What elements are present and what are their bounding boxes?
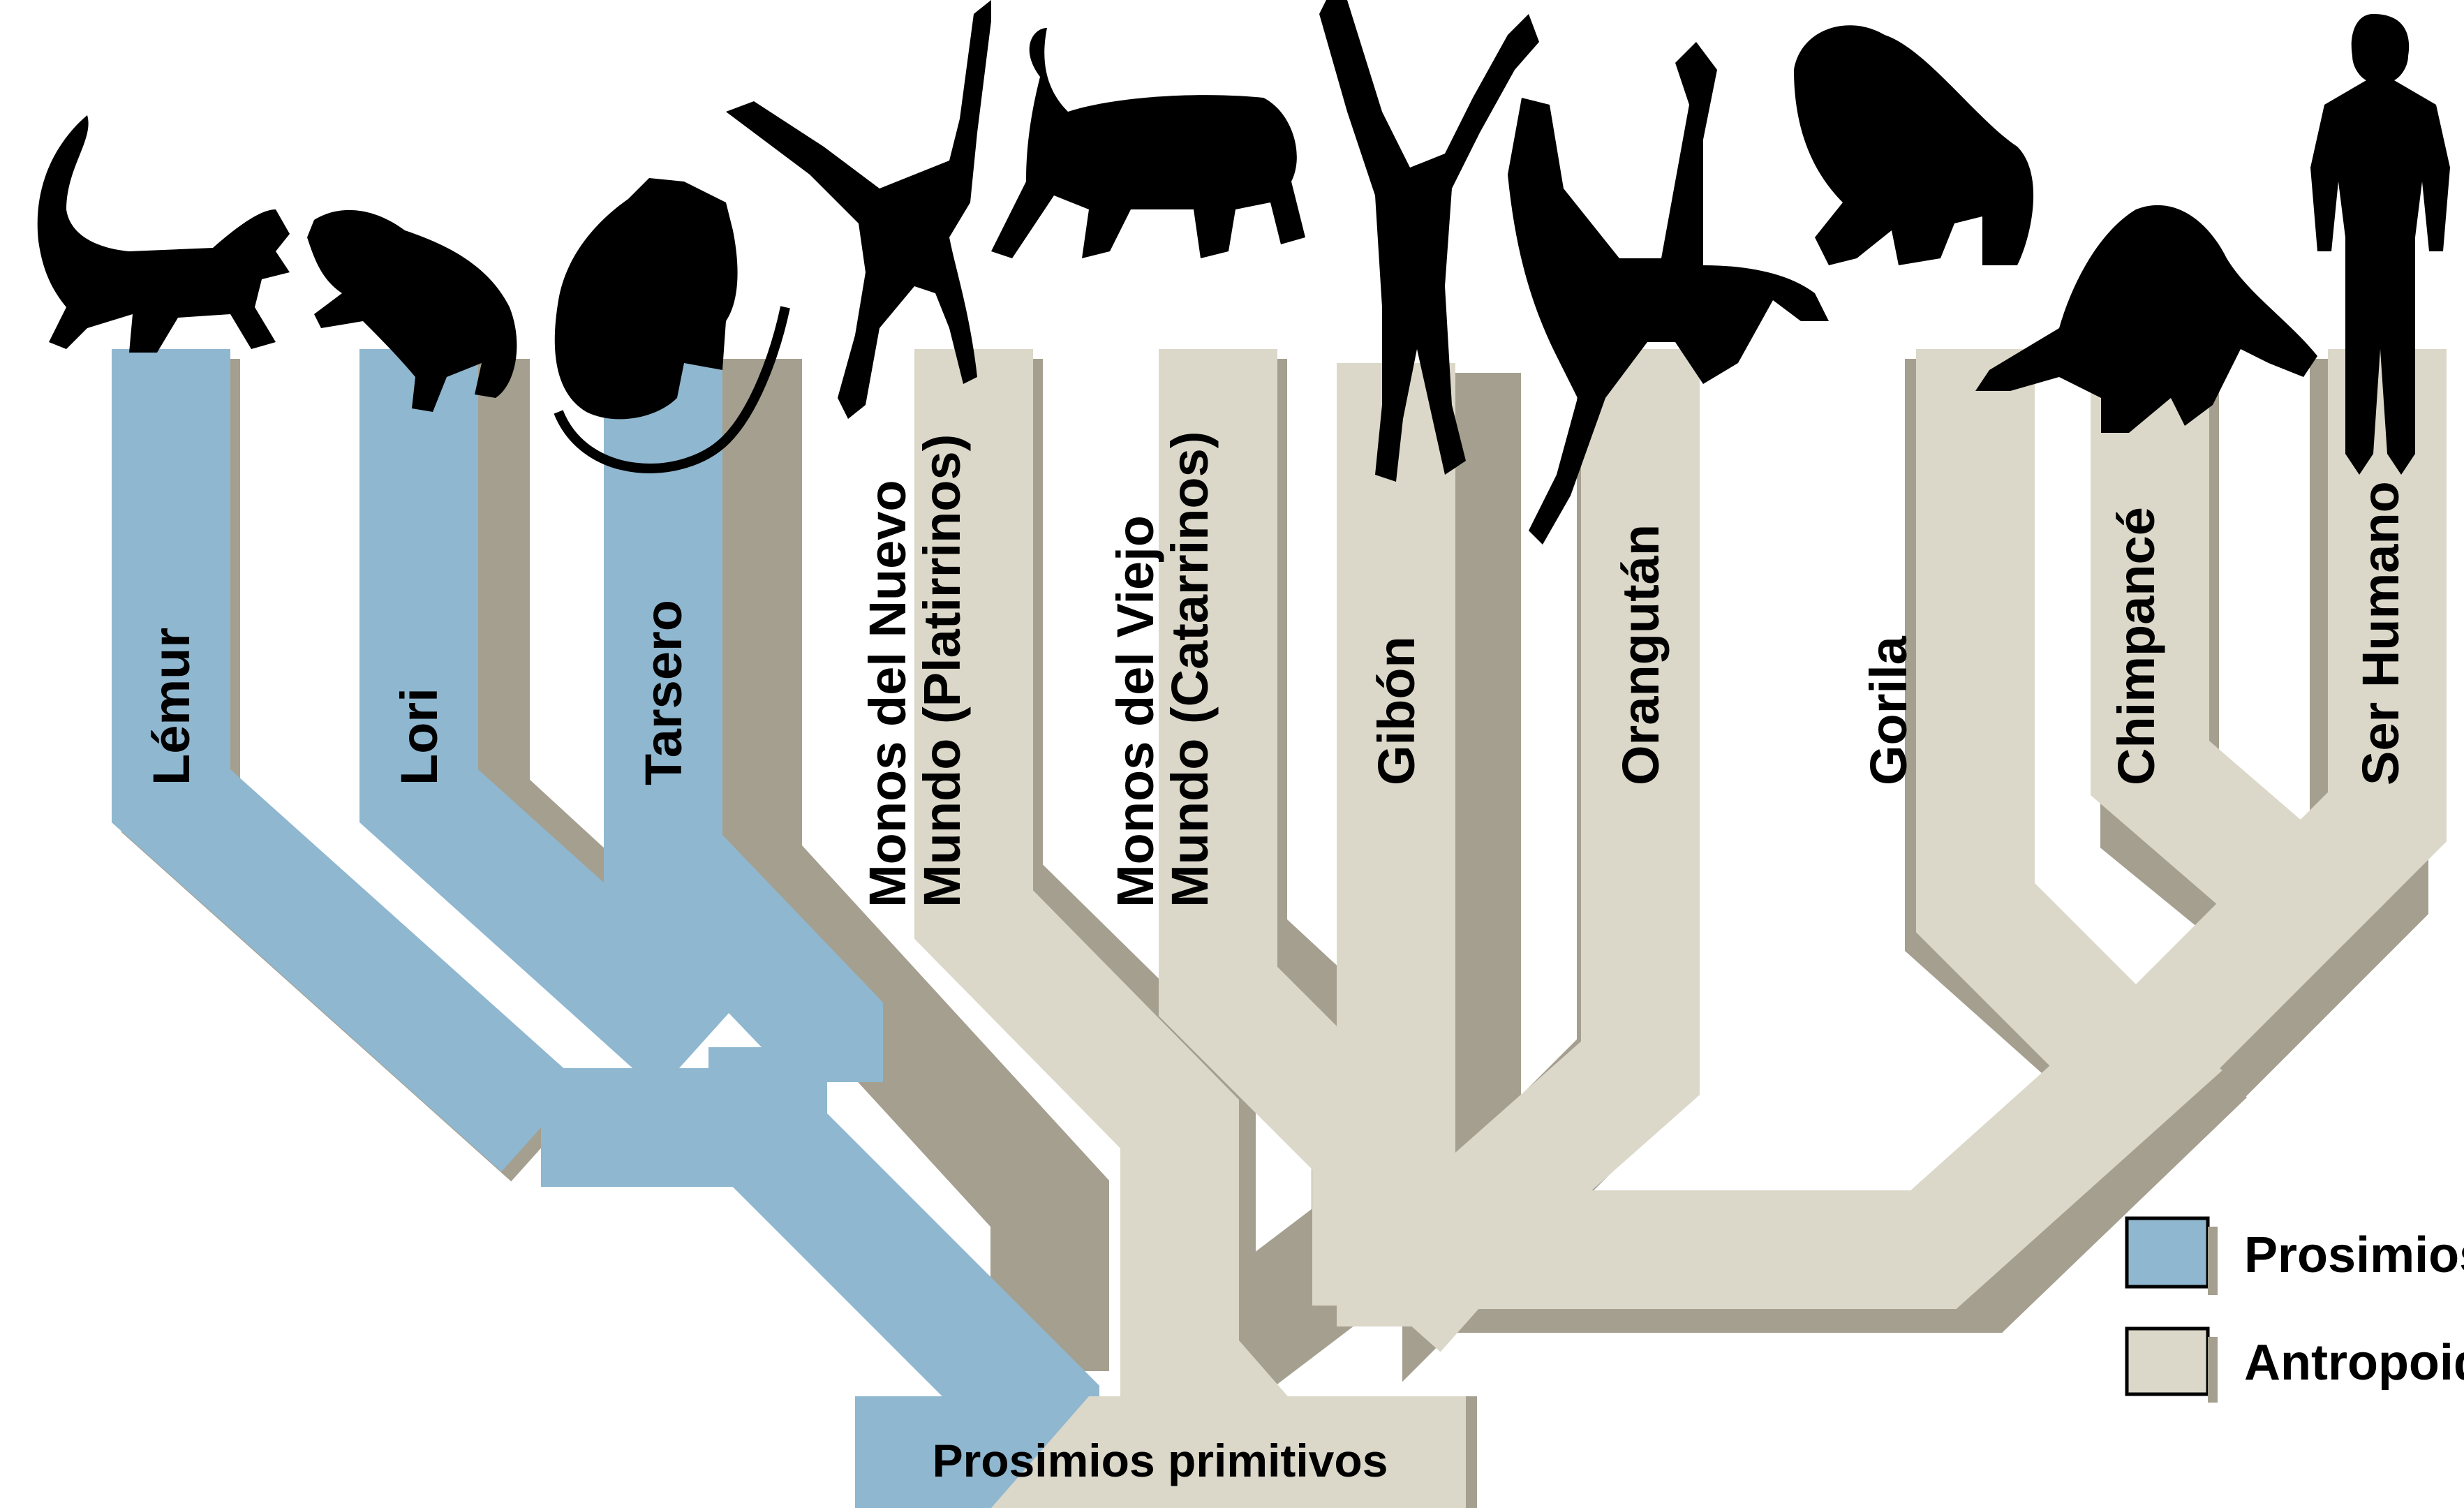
taxon-label: Monos del Viejo bbox=[1106, 515, 1164, 908]
chimpanzee-silhouette-icon bbox=[1975, 205, 2317, 433]
gorilla-silhouette-icon bbox=[1794, 25, 2034, 265]
taxon-label: Chimpancé bbox=[2107, 507, 2165, 785]
taxon-label: Ser Humano bbox=[2352, 481, 2410, 785]
lemur-silhouette-icon bbox=[37, 115, 290, 353]
anthropoid-branches bbox=[914, 349, 2447, 1508]
taxon-label: Gorila bbox=[1860, 635, 1917, 785]
human-branch bbox=[2261, 349, 2447, 943]
legend-swatch-shadow bbox=[2208, 1337, 2218, 1403]
taxon-label: Orangután bbox=[1612, 524, 1670, 785]
loris-silhouette-icon bbox=[307, 209, 517, 413]
gorilla-branch bbox=[1894, 1023, 2176, 1294]
legend-item-prosimios: Prosimios bbox=[2125, 1216, 2464, 1295]
root-label: Prosimios primitivos bbox=[933, 1435, 1388, 1486]
taxon-label: Monos del Nuevo bbox=[859, 480, 916, 908]
loris-branch bbox=[359, 349, 738, 1092]
root-box: Prosimios primitivos bbox=[855, 1396, 1477, 1508]
legend-swatch-antropoides bbox=[2125, 1326, 2210, 1396]
root-box-prosimian-part bbox=[855, 1396, 1089, 1508]
taxon-label: Tarsero bbox=[634, 600, 692, 785]
gibbon-silhouette-icon bbox=[1319, 0, 1539, 482]
legend-item-antropoides: Antropoides bbox=[2125, 1326, 2464, 1403]
taxon-label: Gibón bbox=[1367, 636, 1425, 785]
tarsier-silhouette-icon bbox=[554, 178, 790, 473]
new-world-monkey-branch bbox=[914, 349, 1239, 1410]
spider-monkey-silhouette-icon bbox=[726, 0, 991, 419]
legend-swatch-shadow bbox=[2208, 1227, 2218, 1295]
baboon-silhouette-icon bbox=[991, 28, 1305, 258]
orangutan-branch bbox=[1419, 349, 1700, 1273]
legend-label-antropoides: Antropoides bbox=[2244, 1335, 2464, 1391]
taxon-label: Lori bbox=[390, 688, 448, 785]
lemur-branch bbox=[112, 349, 581, 1172]
taxon-label: Mundo (Catarrinos) bbox=[1161, 431, 1219, 908]
legend: Prosimios Antropoides bbox=[2125, 1216, 2464, 1403]
legend-swatch-prosimios bbox=[2125, 1216, 2210, 1289]
taxon-label: Lémur bbox=[142, 628, 200, 785]
human-silhouette-icon bbox=[2310, 14, 2450, 475]
taxon-label: Mundo (Platirrinos) bbox=[913, 434, 971, 908]
root-box-shadow bbox=[1466, 1396, 1477, 1508]
legend-label-prosimios: Prosimios bbox=[2244, 1227, 2464, 1283]
chimpanzee-branch bbox=[2091, 349, 2391, 1111]
orangutan-silhouette-icon bbox=[1508, 42, 1829, 545]
